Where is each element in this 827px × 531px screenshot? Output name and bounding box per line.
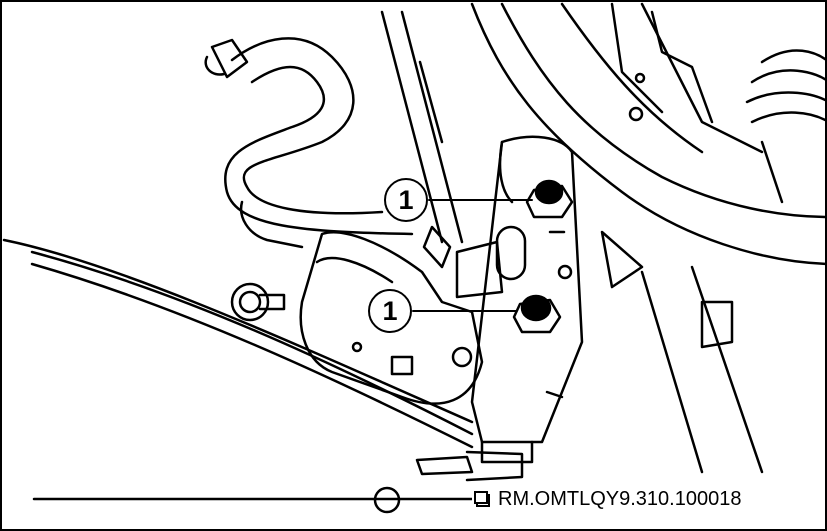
right-side-components bbox=[600, 49, 825, 474]
underbody-panel-lines bbox=[2, 238, 474, 501]
callout-label: 1 bbox=[382, 295, 398, 326]
image-reference-icon bbox=[474, 491, 490, 507]
bolt-upper bbox=[525, 179, 574, 219]
reference-code: RM.OMTLQY9.310.100018 bbox=[498, 487, 742, 510]
bottom-fitting bbox=[373, 450, 524, 514]
valve-body bbox=[422, 135, 584, 464]
subframe bbox=[380, 2, 825, 266]
reference-caption: RM.OMTLQY9.310.100018 bbox=[472, 487, 746, 511]
mounting-bracket bbox=[299, 231, 484, 405]
leader-lines bbox=[412, 199, 533, 312]
callout-bolt-lower: 1 bbox=[368, 289, 412, 333]
callout-label: 1 bbox=[398, 184, 414, 215]
left-stud bbox=[230, 282, 286, 322]
coolant-hose bbox=[204, 37, 414, 249]
bolt-lower bbox=[512, 294, 562, 334]
callout-bolt-upper: 1 bbox=[384, 178, 428, 222]
